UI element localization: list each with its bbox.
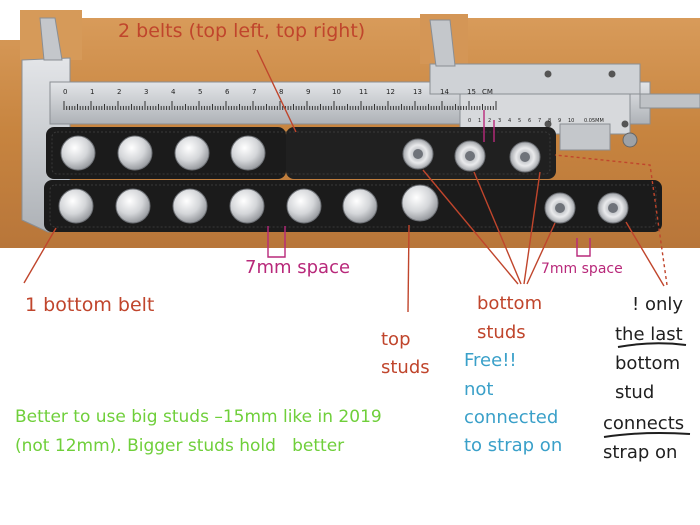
- stud-cap: [230, 135, 266, 171]
- label-free-line1: Free!!: [464, 350, 517, 371]
- ruler-number: 6: [225, 88, 230, 96]
- label-one-bottom-belt: 1 bottom belt: [25, 294, 155, 316]
- vernier-number: 3: [498, 118, 501, 124]
- label-free-line4: to strap on: [464, 435, 563, 456]
- label-only-line2: the last: [615, 324, 683, 345]
- vernier-number: 2: [488, 118, 491, 124]
- ruler-number: 9: [306, 88, 310, 96]
- ruler-number: 15: [467, 88, 476, 96]
- ruler-number: 0: [63, 88, 67, 96]
- label-only-line1: ! only: [632, 294, 684, 315]
- stud-cap: [115, 188, 151, 224]
- ruler-number: 3: [144, 88, 148, 96]
- label-advice-line2: (not 12mm). Bigger studs hold better: [15, 436, 345, 456]
- label-two-belts: 2 belts (top left, top right): [118, 20, 366, 42]
- vernier-number: 8: [548, 118, 551, 124]
- vernier-number: 0: [468, 118, 471, 124]
- ruler-number: 8: [279, 88, 283, 96]
- stud-cap: [172, 188, 208, 224]
- label-only-line3: bottom: [615, 353, 681, 374]
- vernier-number: 7: [538, 118, 541, 124]
- caliper-belts-photo: 0 1 2 3 4 5 6 7 8 9 10 11 12 13 14 15 CM…: [0, 10, 700, 248]
- ruler-number: 12: [386, 88, 395, 96]
- vernier-number: 9: [558, 118, 561, 124]
- ruler-number: 11: [359, 88, 368, 96]
- stud-cap: [58, 188, 94, 224]
- label-free-line2: not: [464, 379, 494, 400]
- stud-cap: [342, 188, 378, 224]
- label-top-studs-line2: studs: [381, 357, 430, 378]
- label-7mm-space-right: 7mm space: [541, 261, 623, 277]
- label-only-line4: stud: [615, 382, 655, 403]
- vernier-number: 1: [478, 118, 481, 124]
- stud-cap: [174, 135, 210, 171]
- ruler-number: 5: [198, 88, 202, 96]
- label-only-line6: strap on: [603, 442, 678, 463]
- ruler-number: 10: [332, 88, 341, 96]
- vernier-number: 10: [568, 118, 574, 124]
- ruler-number: 7: [252, 88, 256, 96]
- label-free-line3: connected: [464, 407, 559, 428]
- label-bottom-studs-line1: bottom: [477, 293, 543, 314]
- vernier-precision: 0.05MM: [584, 118, 604, 124]
- ruler-number: 4: [171, 88, 176, 96]
- ruler-number: 1: [90, 88, 94, 96]
- vernier-number: 6: [528, 118, 531, 124]
- label-7mm-space-left: 7mm space: [245, 257, 351, 278]
- ruler-number: 13: [413, 88, 422, 96]
- stud-cap: [286, 188, 322, 224]
- vernier-number: 4: [508, 118, 511, 124]
- label-only-line5: connects: [603, 413, 685, 434]
- ruler-unit: CM: [482, 88, 493, 96]
- stud-cap: [401, 184, 439, 222]
- ruler-number: 2: [117, 88, 121, 96]
- label-bottom-studs-line2: studs: [477, 322, 526, 343]
- stud-cap: [117, 135, 153, 171]
- vernier-number: 5: [518, 118, 521, 124]
- stud-cap: [229, 188, 265, 224]
- stud-cap: [60, 135, 96, 171]
- label-advice-line1: Better to use big studs –15mm like in 20…: [15, 407, 382, 427]
- label-top-studs-line1: top: [381, 329, 411, 350]
- ruler-number: 14: [440, 88, 449, 96]
